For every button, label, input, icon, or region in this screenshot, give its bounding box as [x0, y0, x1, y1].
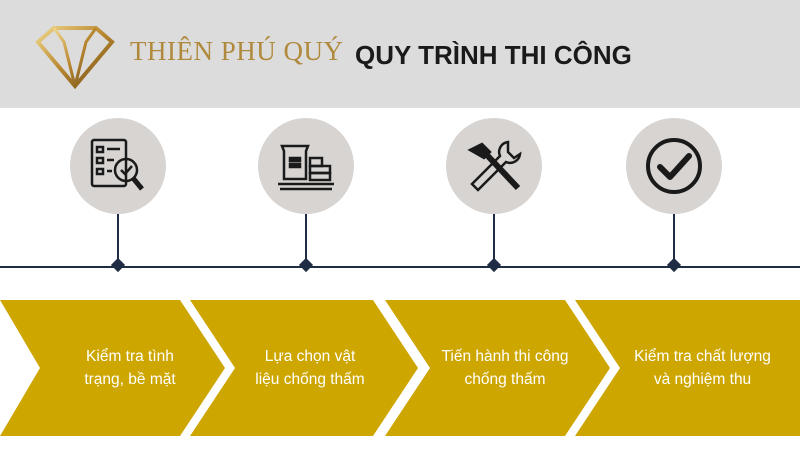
step-4-icon-circle [626, 118, 722, 214]
material-bags-icon [278, 144, 334, 191]
brand-name: THIÊN PHÚ QUÝ [130, 36, 344, 66]
timeline-line [0, 266, 800, 268]
step-3-marker [486, 257, 502, 273]
step-3-connector [493, 214, 495, 266]
step-4-connector [673, 214, 675, 266]
step-4-marker [666, 257, 682, 273]
step-2-icon-circle [258, 118, 354, 214]
step-1-marker [110, 257, 126, 273]
page-title: QUY TRÌNH THI CÔNG [355, 40, 632, 70]
diamond-logo-icon [35, 22, 115, 90]
hammer-wrench-icon [467, 140, 522, 192]
checkmark-icon [646, 138, 702, 194]
step-3-icon-circle [446, 118, 542, 214]
step-1-icon-circle [70, 118, 166, 214]
step-2-marker [298, 257, 314, 273]
step-1-connector [117, 214, 119, 266]
step-2-connector [305, 214, 307, 266]
checklist-magnifier-icon [90, 138, 144, 191]
header-bar: THIÊN PHÚ QUÝ QUY TRÌNH THI CÔNG [0, 0, 800, 108]
